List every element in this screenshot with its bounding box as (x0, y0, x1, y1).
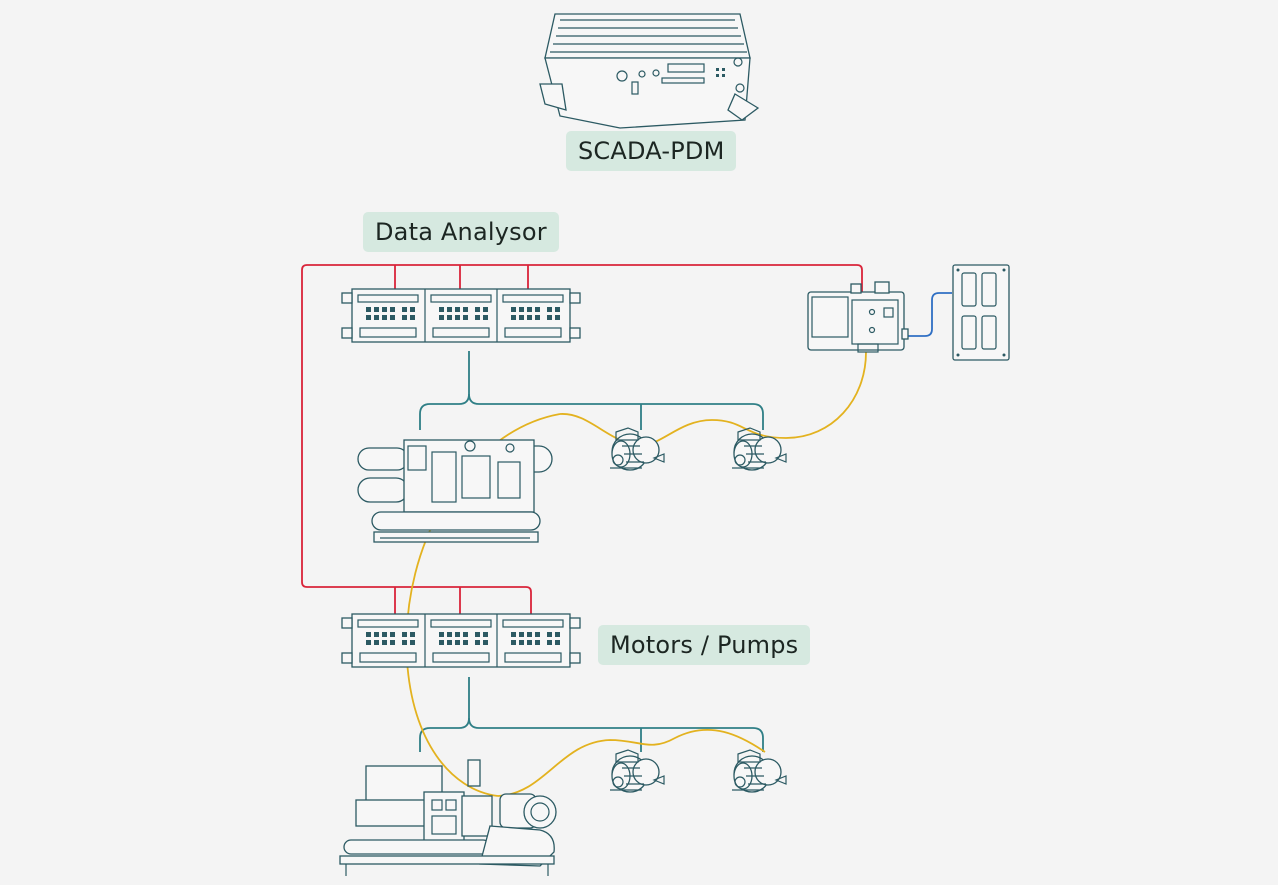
pump-motor-icon (609, 749, 665, 793)
rack-controller-icon (342, 614, 580, 667)
scada-pdm-label: SCADA-PDM (566, 131, 737, 171)
yellow-sensor-wire (405, 351, 867, 797)
blue-link-wire (905, 292, 952, 337)
teal-branch-wire-bottom (419, 677, 764, 752)
rack-controller-icon (342, 289, 580, 342)
pump-motor-icon (609, 427, 665, 471)
data-analysor-label: Data Analysor (363, 212, 559, 252)
io-panel-icon (952, 264, 1010, 361)
motors-pumps-label: Motors / Pumps (598, 625, 811, 665)
chiller-unit-icon (357, 439, 553, 543)
red-bus-wire (301, 264, 863, 614)
teal-branch-wire-top (419, 351, 764, 430)
chiller-unit-icon (339, 759, 557, 876)
data-collector-icon (807, 281, 909, 353)
pump-motor-icon (731, 749, 787, 793)
industrial-pc-icon (539, 13, 760, 129)
